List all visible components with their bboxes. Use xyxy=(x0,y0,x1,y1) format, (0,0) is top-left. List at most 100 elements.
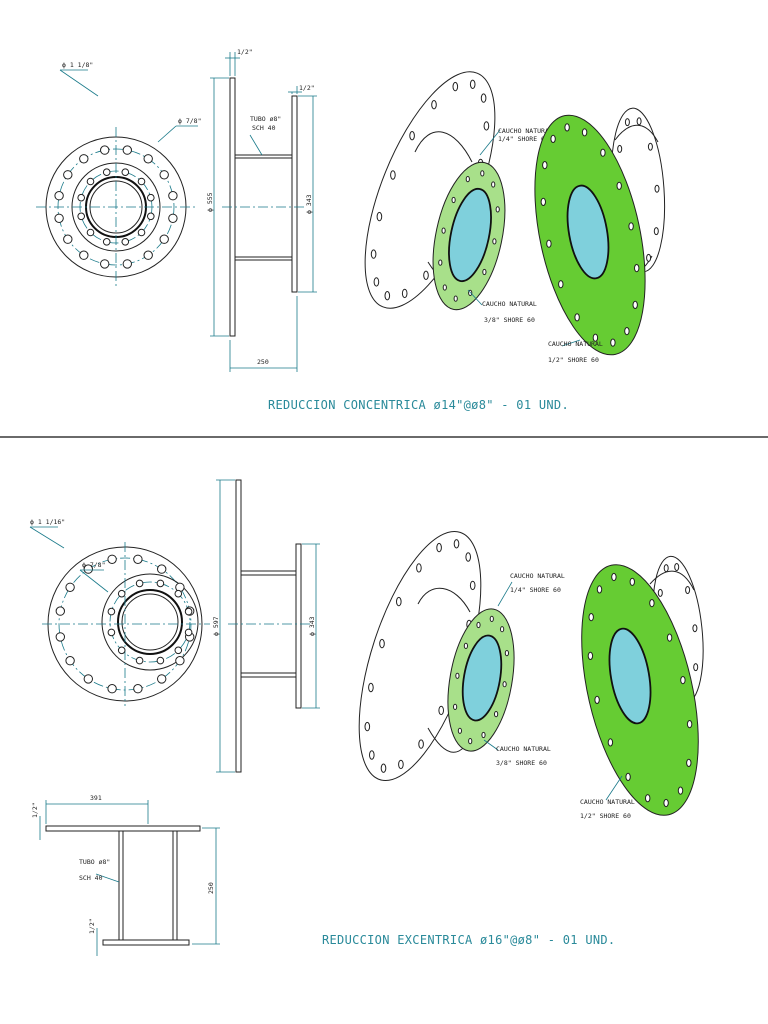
bolt-hole xyxy=(135,579,144,588)
bolt-hole xyxy=(465,176,470,183)
bolt-hole xyxy=(594,695,600,705)
bolt-hole xyxy=(55,632,65,642)
bolt-hole xyxy=(380,763,387,773)
bolt-hole xyxy=(480,93,487,103)
bolt-hole xyxy=(369,750,375,760)
top-big-diameter: ϕ 555 xyxy=(206,192,214,212)
bolt-hole xyxy=(157,564,167,574)
bolt-hole xyxy=(596,585,603,594)
bolt-hole xyxy=(156,579,165,588)
bottom-plan-thickness-bottom: 1/2" xyxy=(88,918,96,934)
bolt-hole xyxy=(77,212,85,221)
bolt-hole xyxy=(174,589,183,598)
bolt-hole xyxy=(63,170,73,180)
bolt-hole xyxy=(159,170,169,180)
bolt-hole xyxy=(481,731,486,739)
bolt-hole xyxy=(107,607,116,616)
top-pipe-label-line1: TUBO ø8" xyxy=(250,115,281,123)
bolt-hole xyxy=(632,300,638,309)
top-small-gasket-bottom-line1: CAUCHO NATURAL xyxy=(482,300,537,308)
bolt-hole xyxy=(654,184,660,193)
bolt-hole xyxy=(645,794,651,803)
bottom-small-gasket-bottom-line2: 3/8" SHORE 60 xyxy=(496,759,547,767)
bolt-hole xyxy=(133,554,143,564)
bolt-hole xyxy=(674,563,680,571)
bolt-hole xyxy=(680,676,686,685)
bolt-hole xyxy=(441,227,446,234)
bolt-hole xyxy=(100,145,110,155)
bottom-hole-diameter-inner: ϕ 7/8" xyxy=(82,561,105,569)
bolt-hole xyxy=(617,144,623,153)
bolt-hole xyxy=(628,222,634,231)
bolt-hole xyxy=(685,586,691,594)
top-section-title: REDUCCION CONCENTRICA ø14"@ø8" - 01 UND. xyxy=(268,398,569,412)
bolt-hole xyxy=(364,721,371,732)
bolt-hole xyxy=(368,682,374,693)
top-iso-view-large-gasket: CAUCHO NATURAL 1/2" SHORE 60 xyxy=(534,107,666,364)
bolt-hole xyxy=(636,117,642,126)
bolt-hole xyxy=(79,154,89,164)
inner-bolt-holes xyxy=(77,168,155,246)
top-front-view-flange xyxy=(36,127,196,287)
bolt-hole xyxy=(137,177,146,186)
bolt-hole xyxy=(107,684,117,694)
bolt-hole xyxy=(107,554,117,564)
bolt-hole xyxy=(147,193,155,202)
bottom-iso-view-large-gasket: CAUCHO NATURAL 1/2" SHORE 60 xyxy=(580,555,704,820)
top-small-gasket-top-line1: CAUCHO NATURAL xyxy=(498,127,553,135)
bolt-hole xyxy=(483,121,490,131)
bolt-hole xyxy=(600,148,606,157)
bolt-hole xyxy=(117,589,126,598)
bolt-hole xyxy=(156,656,165,665)
bolt-hole xyxy=(63,234,73,244)
bolt-hole xyxy=(135,656,144,665)
bolt-hole xyxy=(649,599,655,608)
bolt-hole xyxy=(54,191,64,201)
bolt-hole xyxy=(390,170,396,180)
bolt-hole xyxy=(396,596,402,607)
bolt-hole xyxy=(157,674,167,684)
bolt-hole xyxy=(431,100,437,110)
bolt-hole xyxy=(587,651,594,661)
top-small-diameter: ϕ 343 xyxy=(305,194,313,214)
bolt-hole xyxy=(469,580,476,591)
bottom-small-gasket-bottom-line1: CAUCHO NATURAL xyxy=(496,745,551,753)
bottom-small-gasket-top-line1: CAUCHO NATURAL xyxy=(510,572,565,580)
bolt-hole xyxy=(502,681,507,688)
bore-opening xyxy=(461,634,503,722)
bolt-hole xyxy=(79,250,89,260)
bolt-hole xyxy=(168,191,178,201)
bore-opening xyxy=(448,187,492,283)
bolt-hole xyxy=(442,284,447,291)
top-big-gasket-line2: 1/2" SHORE 60 xyxy=(548,356,599,364)
bolt-hole xyxy=(438,705,445,716)
bolt-hole xyxy=(610,338,616,347)
bolt-hole xyxy=(588,613,594,622)
bolt-hole xyxy=(143,154,153,164)
bolt-hole xyxy=(489,615,494,623)
top-length: 250 xyxy=(257,358,269,366)
bolt-hole xyxy=(686,720,693,729)
bolt-hole xyxy=(465,552,472,562)
bolt-hole xyxy=(453,539,460,549)
bolt-hole xyxy=(624,327,630,336)
bolt-hole xyxy=(102,238,111,246)
bolt-hole xyxy=(677,786,684,795)
bolt-hole xyxy=(558,280,564,289)
bolt-hole xyxy=(175,656,185,666)
bolt-hole xyxy=(625,772,631,782)
bolt-hole xyxy=(504,650,509,657)
bottom-plan-pipe-line2: SCH 40 xyxy=(79,874,103,882)
bottom-section-title: REDUCCION EXCENTRICA ø16"@ø8" - 01 UND. xyxy=(322,933,615,947)
top-small-gasket-bottom-line2: 3/8" SHORE 60 xyxy=(484,316,535,324)
bolt-hole xyxy=(102,168,111,176)
top-front-callouts: ϕ 1 1/8" ϕ 7/8" xyxy=(59,61,201,143)
bottom-big-gasket-line2: 1/2" SHORE 60 xyxy=(580,812,631,820)
bolt-hole xyxy=(436,542,442,553)
bolt-hole xyxy=(147,212,155,221)
bottom-plan-view: 391 1/2" 1/2" TUBO ø8" SCH 40 250 xyxy=(31,794,220,956)
bolt-hole xyxy=(476,621,481,629)
bolt-hole xyxy=(398,759,404,770)
bottom-hole-diameter-outer: ϕ 1 1/16" xyxy=(30,518,65,526)
bolt-hole xyxy=(657,588,663,597)
